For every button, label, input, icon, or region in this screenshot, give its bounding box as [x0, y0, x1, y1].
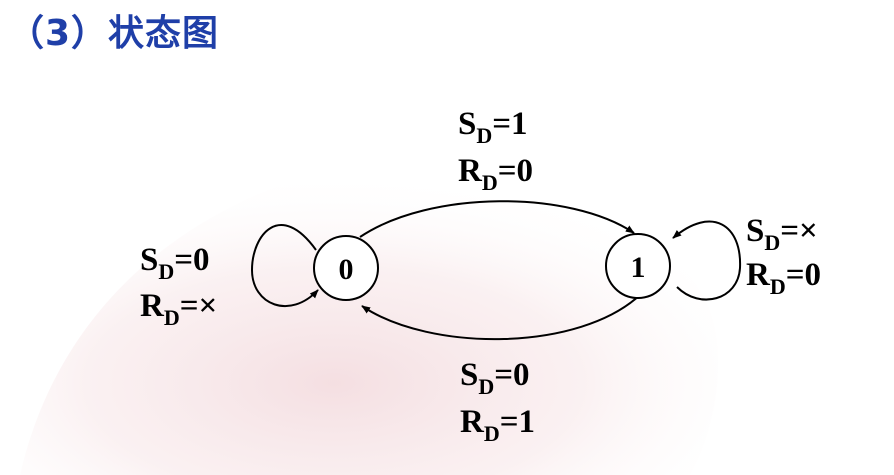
svg-text:RD=×: RD=×: [140, 288, 217, 330]
sd-label-sub: D: [476, 123, 492, 148]
self-loop-arrow-1: [672, 220, 742, 301]
rd-label-value: =0: [786, 257, 821, 293]
sd-label-value: =0: [174, 242, 209, 278]
rd-label-main: R: [746, 257, 771, 293]
state-label-1: 1: [631, 251, 646, 284]
svg-text:SD=×: SD=×: [746, 213, 818, 255]
self-loop-label-0: SD=0 RD=×: [140, 242, 217, 330]
rd-label-value: =×: [180, 288, 218, 324]
sd-label-value: =1: [492, 106, 527, 142]
svg-text:RD=0: RD=0: [458, 153, 533, 195]
sd-label-sub: D: [158, 259, 174, 284]
svg-text:SD=1: SD=1: [458, 106, 528, 148]
rd-label-value: =0: [498, 153, 533, 189]
transition-label-1-to-0: SD=0 RD=1: [460, 357, 535, 446]
state-node-0: 0: [313, 235, 379, 301]
rd-label-sub: D: [770, 274, 786, 299]
transition-label-0-to-1: SD=1 RD=0: [458, 106, 533, 195]
self-loop-arrow-0: [250, 224, 319, 308]
rd-label-value: =1: [500, 404, 535, 440]
sd-label-sub: D: [478, 374, 494, 399]
rd-label-main: R: [140, 288, 165, 324]
sd-label-main: S: [458, 106, 476, 142]
svg-text:RD=1: RD=1: [460, 404, 535, 446]
self-loop-label-1: SD=× RD=0: [746, 213, 821, 299]
sd-label-main: S: [140, 242, 158, 278]
sd-label-value: =×: [780, 213, 818, 249]
svg-text:SD=0: SD=0: [140, 242, 210, 284]
page-title: （3）状态图: [8, 13, 220, 54]
sd-label-sub: D: [764, 230, 780, 255]
state-label-0: 0: [339, 253, 354, 286]
rd-label-sub: D: [482, 170, 498, 195]
svg-text:SD=0: SD=0: [460, 357, 530, 399]
sd-label-value: =0: [494, 357, 529, 393]
svg-text:RD=0: RD=0: [746, 257, 821, 299]
state-node-1: 1: [605, 233, 671, 299]
sd-label-main: S: [746, 213, 764, 249]
transition-arrow-1-to-0: [361, 293, 642, 341]
rd-label-sub: D: [484, 421, 500, 446]
rd-label-main: R: [458, 153, 483, 189]
rd-label-sub: D: [164, 305, 180, 330]
sd-label-main: S: [460, 357, 478, 393]
transition-arrow-0-to-1: [359, 200, 635, 238]
rd-label-main: R: [460, 404, 485, 440]
